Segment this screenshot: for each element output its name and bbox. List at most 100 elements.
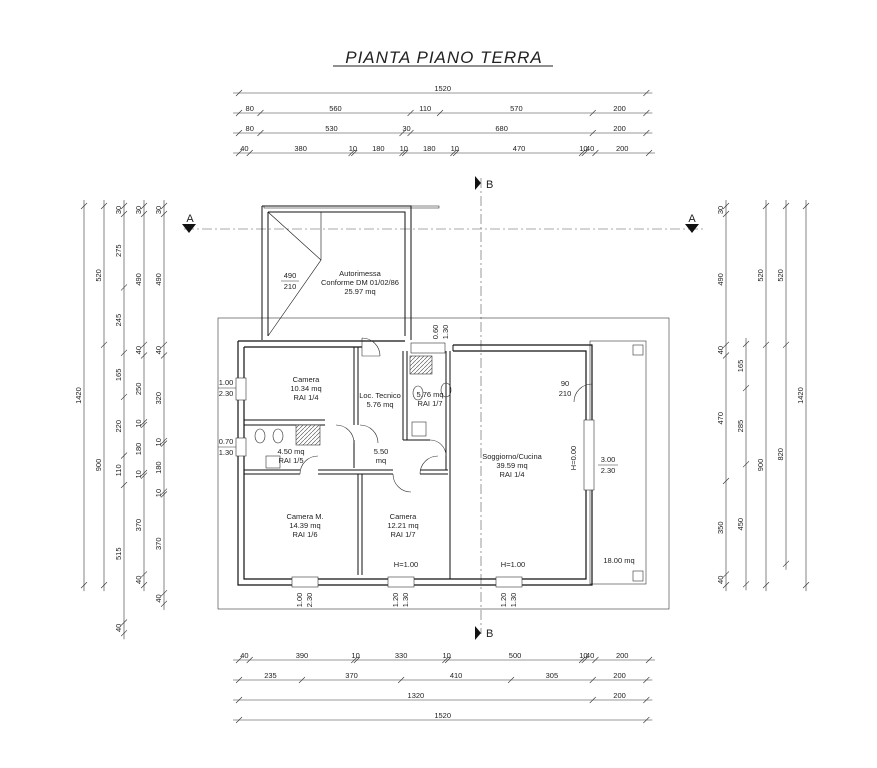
dim-top-row3-tick <box>407 129 414 137</box>
dim-right-col5-value: 470 <box>716 412 725 425</box>
dim-left-col5-tick <box>160 210 168 218</box>
dim-top-row4-tick <box>235 149 243 157</box>
dim-right-col3-value: 165 <box>736 360 745 373</box>
dim-top-row3-value: 200 <box>613 124 626 133</box>
dim-right-col5-tick <box>722 581 730 589</box>
autorimessa-area: 25.97 mq <box>344 287 375 296</box>
dim-top-row4-tick <box>246 149 253 157</box>
dim-left-col4-value: 490 <box>134 273 143 286</box>
corridor-area: 5.50 <box>374 447 389 456</box>
dim-top-row3-tick <box>235 129 243 137</box>
dim-left-col5-tick <box>160 491 168 498</box>
dim-top-row4-tick <box>581 149 588 157</box>
dim-bot-row1-value: 330 <box>395 651 408 660</box>
dim-top-row2-tick <box>436 109 444 117</box>
dim-bot-row2-value: 370 <box>345 671 358 680</box>
dim-left-col3-tick <box>120 202 128 210</box>
camera-m-label: Camera M. <box>286 512 323 521</box>
dim-left-col5-value: 40 <box>154 594 163 602</box>
dim-left-col3-value: 515 <box>114 548 123 561</box>
camera1-win-width: 1.00 <box>219 378 234 387</box>
c2-window <box>387 576 415 588</box>
dim-left-col5-tick <box>160 341 168 349</box>
dim-top-row4-tick <box>645 149 653 157</box>
dim-left-col3-value: 275 <box>114 244 123 257</box>
dim-left-col2-value: 900 <box>94 459 103 472</box>
dim-top-row2-value: 200 <box>613 104 626 113</box>
dim-top-total-tick <box>643 89 650 97</box>
dim-left-col4-tick <box>140 581 148 589</box>
dim-top-row4-tick <box>592 149 599 157</box>
dim-left-col3-tick <box>120 481 128 489</box>
dim-left-col5-tick <box>160 440 168 447</box>
section-markers <box>182 176 699 640</box>
dim-bot-row1-tick <box>442 656 449 664</box>
section-a-left-marker <box>182 224 196 233</box>
dim-bot-row2-value: 305 <box>546 671 559 680</box>
dim-top-row2-value: 570 <box>510 104 523 113</box>
dim-left-col4-tick <box>140 352 148 359</box>
loc-tecnico-area: 5.76 mq <box>366 400 393 409</box>
dim-top-row2-value: 560 <box>329 104 342 113</box>
dim-top-total-value: 1520 <box>434 84 451 93</box>
dim-bot-row1-value: 390 <box>296 651 309 660</box>
dim-top-row3-value: 530 <box>325 124 338 133</box>
dim-left-col4-value: 30 <box>134 206 143 214</box>
liv-win-width: 3.00 <box>601 455 616 464</box>
dim-right-col5-value: 490 <box>716 273 725 286</box>
dim-bot-row2-value: 410 <box>450 671 463 680</box>
dim-left-col2-tick <box>100 202 108 210</box>
dim-left-col5-value: 40 <box>154 346 163 354</box>
bidet-1 <box>272 428 284 444</box>
dim-left-col4-value: 40 <box>134 576 143 584</box>
shower-2 <box>409 355 433 375</box>
dim-bot-row2-tick <box>643 676 650 684</box>
liv-south-win-width: 1.20 <box>499 593 508 608</box>
dim-top-row2-tick <box>235 109 243 117</box>
cm-window <box>291 576 319 588</box>
dim-top-row4-value: 380 <box>294 144 307 153</box>
dim-left-col3-tick <box>120 284 128 291</box>
dim-bot-row1-tick <box>353 656 361 664</box>
dim-left-col3-tick <box>120 619 128 626</box>
dim-bot-row2-tick <box>589 676 596 684</box>
dim-right-col5-value: 350 <box>716 521 725 534</box>
dim-right-col3-tick <box>742 340 750 348</box>
dim-right-col2-tick <box>762 341 770 349</box>
camera2-area: 12.21 mq <box>387 521 418 530</box>
plan-title: PIANTA PIANO TERRA <box>345 48 542 67</box>
camera2-label: Camera <box>390 512 418 521</box>
dim-bot-row1-tick <box>581 656 588 664</box>
dim-bot-row1-tick <box>578 656 586 664</box>
tub-2 <box>411 421 427 437</box>
walls <box>237 205 593 586</box>
outer-outlines <box>217 205 670 610</box>
dim-right-col3-tick <box>742 460 750 468</box>
dim-right-col2-tick <box>762 202 770 210</box>
dim-bot-row2-tick <box>298 676 306 684</box>
dim-left-col5-tick <box>160 589 168 597</box>
section-a-right-marker <box>685 224 699 233</box>
dim-left-col4-tick <box>140 341 148 349</box>
dim-left-col5-tick <box>160 352 168 359</box>
dim-right-col4-tick <box>782 341 790 349</box>
garage-door-width: 490 <box>284 271 297 280</box>
dim-top-row3-tick <box>257 129 264 137</box>
dim-left-col3-tick <box>120 629 128 637</box>
dim-bot-row1-value: 40 <box>240 651 248 660</box>
windows <box>235 342 595 588</box>
dim-left-total-tick <box>80 581 88 589</box>
pillar-top <box>632 344 644 356</box>
dim-right-col3-tick <box>742 581 750 588</box>
opening-labels: 490 210 1.00 2.30 0.70 1.30 0.60 1.30 90… <box>218 271 618 607</box>
dim-left-col4-tick <box>140 210 148 218</box>
dim-left-col3-tick <box>120 452 128 459</box>
dim-left-col3-value: 245 <box>114 314 123 327</box>
dim-bot-row3-tick <box>235 696 243 704</box>
dim-left-col3-value: 30 <box>114 206 123 214</box>
plot-outline <box>217 317 670 610</box>
dim-right-col2-tick <box>762 581 770 589</box>
c2-win-sill: H=1.00 <box>394 560 418 569</box>
